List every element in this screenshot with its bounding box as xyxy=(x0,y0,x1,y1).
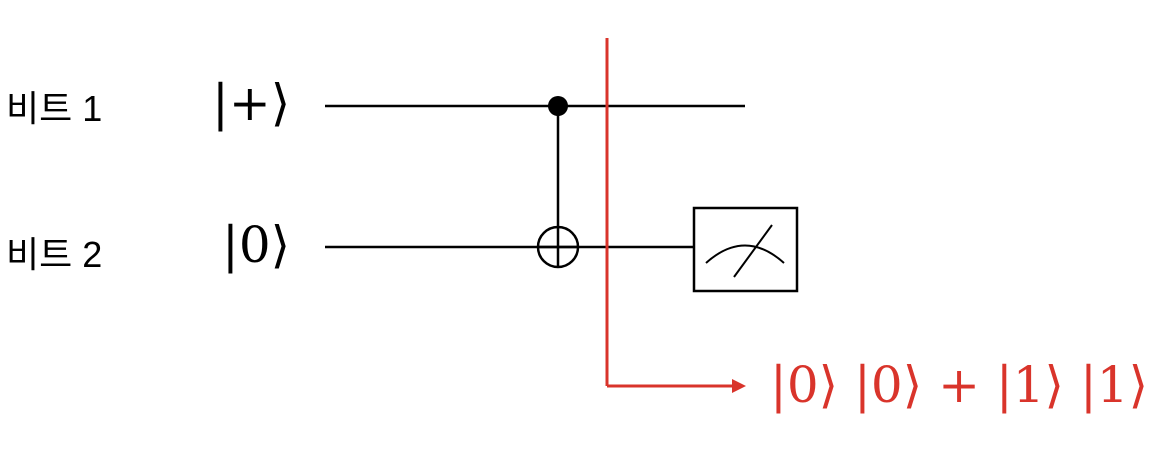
qubit-1-initial-state: |+⟩ xyxy=(212,74,291,132)
qubit-2-initial-state: |0⟩ xyxy=(222,216,291,274)
measurement-meter-icon xyxy=(692,206,799,293)
qubit-2-label: 비트 2 xyxy=(6,234,103,275)
resulting-state-expression: |0⟩ |0⟩ + |1⟩ |1⟩ xyxy=(770,356,1149,414)
control-dot-icon xyxy=(548,96,568,116)
qubit-1-label: 비트 1 xyxy=(6,88,103,129)
cnot-target-icon xyxy=(536,225,580,269)
arrow-right-icon xyxy=(732,379,746,393)
state-cut-marker xyxy=(605,38,746,393)
